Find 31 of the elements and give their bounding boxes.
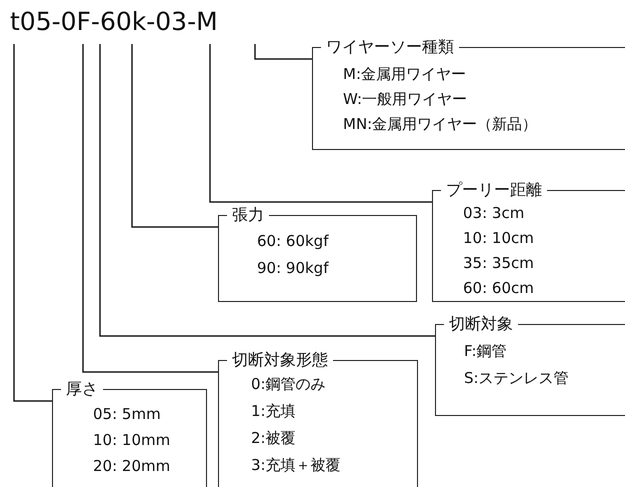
- box-heading: 張力: [227, 205, 269, 225]
- option-text: 03: 3cm: [463, 203, 524, 223]
- option-text: S:ステンレス管: [464, 368, 569, 388]
- box-heading: ワイヤーソー種類: [321, 37, 459, 57]
- option-text: 10: 10cm: [463, 228, 534, 248]
- option-text: M:金属用ワイヤー: [343, 64, 466, 84]
- option-text: 0:鋼管のみ: [251, 374, 326, 394]
- leader-line: [254, 44, 312, 60]
- option-text: 20: 20mm: [93, 456, 170, 476]
- option-text: 10: 10mm: [93, 430, 170, 450]
- option-text: W:一般用ワイヤー: [343, 89, 468, 109]
- leader-line: [82, 44, 218, 373]
- option-text: 3:充填＋被覆: [251, 455, 341, 475]
- leader-line: [131, 44, 218, 228]
- option-text: 1:充填: [251, 401, 296, 421]
- box-heading: 切断対象形態: [227, 350, 333, 370]
- option-text: 05: 5mm: [93, 404, 161, 424]
- option-text: 60: 60kgf: [257, 231, 328, 251]
- option-text: 60: 60cm: [463, 278, 534, 298]
- box-heading: プーリー距離: [441, 180, 547, 200]
- option-text: 90: 90kgf: [257, 258, 328, 278]
- box-heading: 切断対象: [444, 314, 518, 334]
- leader-line: [209, 44, 432, 203]
- option-text: MN:金属用ワイヤー（新品）: [343, 114, 538, 134]
- model-code: t05-0F-60k-03-M: [10, 6, 218, 44]
- option-text: 2:被覆: [251, 428, 296, 448]
- leader-line: [99, 44, 435, 337]
- option-text: 35: 35cm: [463, 253, 534, 273]
- option-text: F:鋼管: [464, 341, 507, 361]
- box-heading: 厚さ: [61, 379, 103, 399]
- leader-line: [13, 44, 52, 402]
